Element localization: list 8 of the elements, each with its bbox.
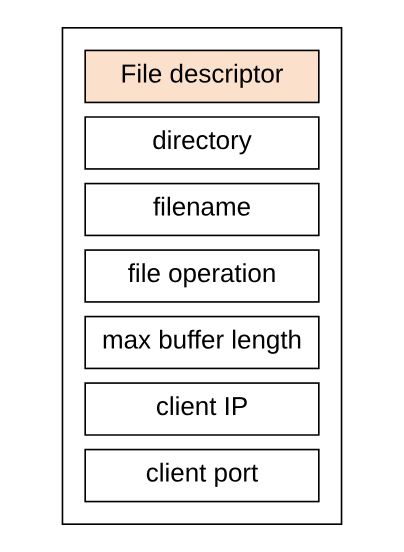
node-box: file operation xyxy=(84,249,320,303)
node-box: client IP xyxy=(84,382,320,436)
node-box: max buffer length xyxy=(84,316,320,370)
node-box: client port xyxy=(84,448,320,502)
node-box: filename xyxy=(84,182,320,236)
cluster xyxy=(62,26,342,526)
node-box: File descriptor xyxy=(84,50,320,104)
node-box: directory xyxy=(84,116,320,170)
